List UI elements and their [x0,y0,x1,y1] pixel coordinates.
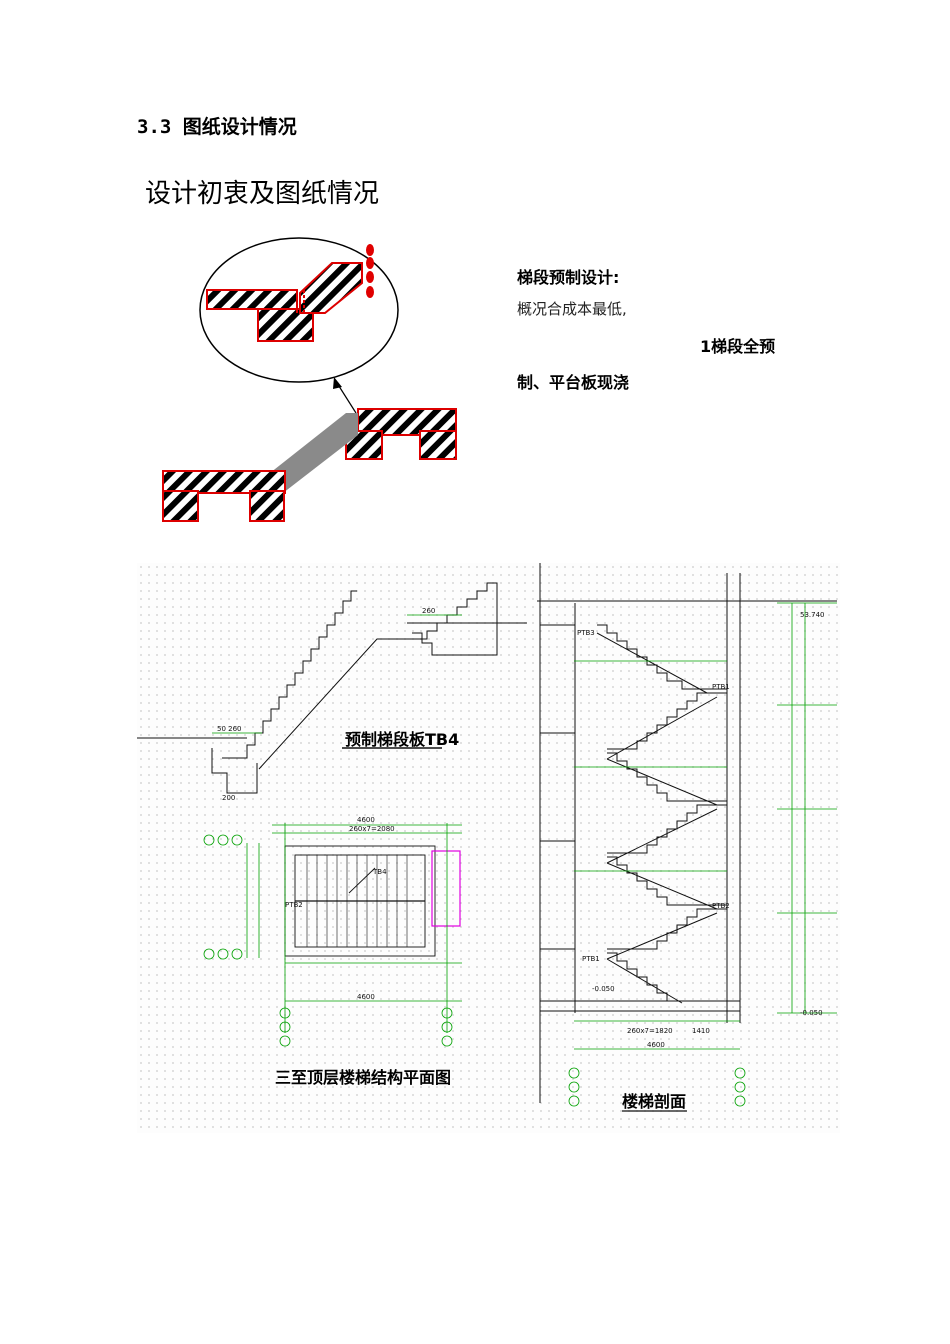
connection-marks [366,244,374,298]
plan-tb4-tag: TB4 [372,868,387,876]
svg-text:260: 260 [422,607,435,615]
plan-label: 三至顶层楼梯结构平面图 [275,1068,451,1087]
svg-text:200: 200 [222,794,235,802]
section-bottom-elevation: -0.050 [800,1009,823,1017]
stair-plan [284,845,436,957]
zoom-arrow [336,382,357,414]
plan-bottom-dim: 4600 [357,993,375,1001]
magenta-outline [431,850,461,927]
plan-flight-dim: 260x7=2080 [349,825,395,833]
section-top-elevation: 53.740 [800,611,825,619]
section-ptb2-tag: PTB2 [712,902,730,910]
note-line-1: 概况合成本最低, [517,300,627,318]
section-ptb1-lower-tag: PTB1 [582,955,600,963]
plan-ptb-tag: PTB2 [285,901,303,909]
section-subtitle: 设计初衷及图纸情况 [145,179,380,209]
section-heading: 3.3 图纸设计情况 [137,116,297,138]
section-bottom-dim: 4600 [647,1041,665,1049]
svg-text:50 260: 50 260 [217,725,242,733]
section-landing-dim: 1410 [692,1027,710,1035]
zoom-slab-left [206,289,298,310]
precast-flight [270,413,358,493]
section-ptb3-tag: PTB3 [577,629,595,637]
zoom-flight [299,262,363,314]
note-title: 梯段预制设计: [517,268,620,287]
section-ground-elevation: -0.050 [592,985,615,993]
stair-section [537,563,837,1103]
landing-lower [162,470,286,494]
section-ptb1-tag: PTB1 [712,683,730,691]
note-line-3: 制、平台板现浇 [517,373,630,392]
precast-flight-section [137,582,527,794]
plan-top-dim: 4600 [357,816,375,824]
section-flight-dim: 260x7=1820 [627,1027,673,1035]
cad-drawings: 260 50 260 200 预制梯段板TB4 [137,563,837,1112]
note-line-2: 1梯段全预 [700,337,776,356]
precast-flight-label: 预制梯段板TB4 [345,730,459,749]
zoom-slab-lower [257,308,314,342]
section-label: 楼梯剖面 [622,1092,686,1111]
stair-concept-diagram [162,237,457,522]
cad-drawing-panel: 260 50 260 200 预制梯段板TB4 [137,563,840,1133]
